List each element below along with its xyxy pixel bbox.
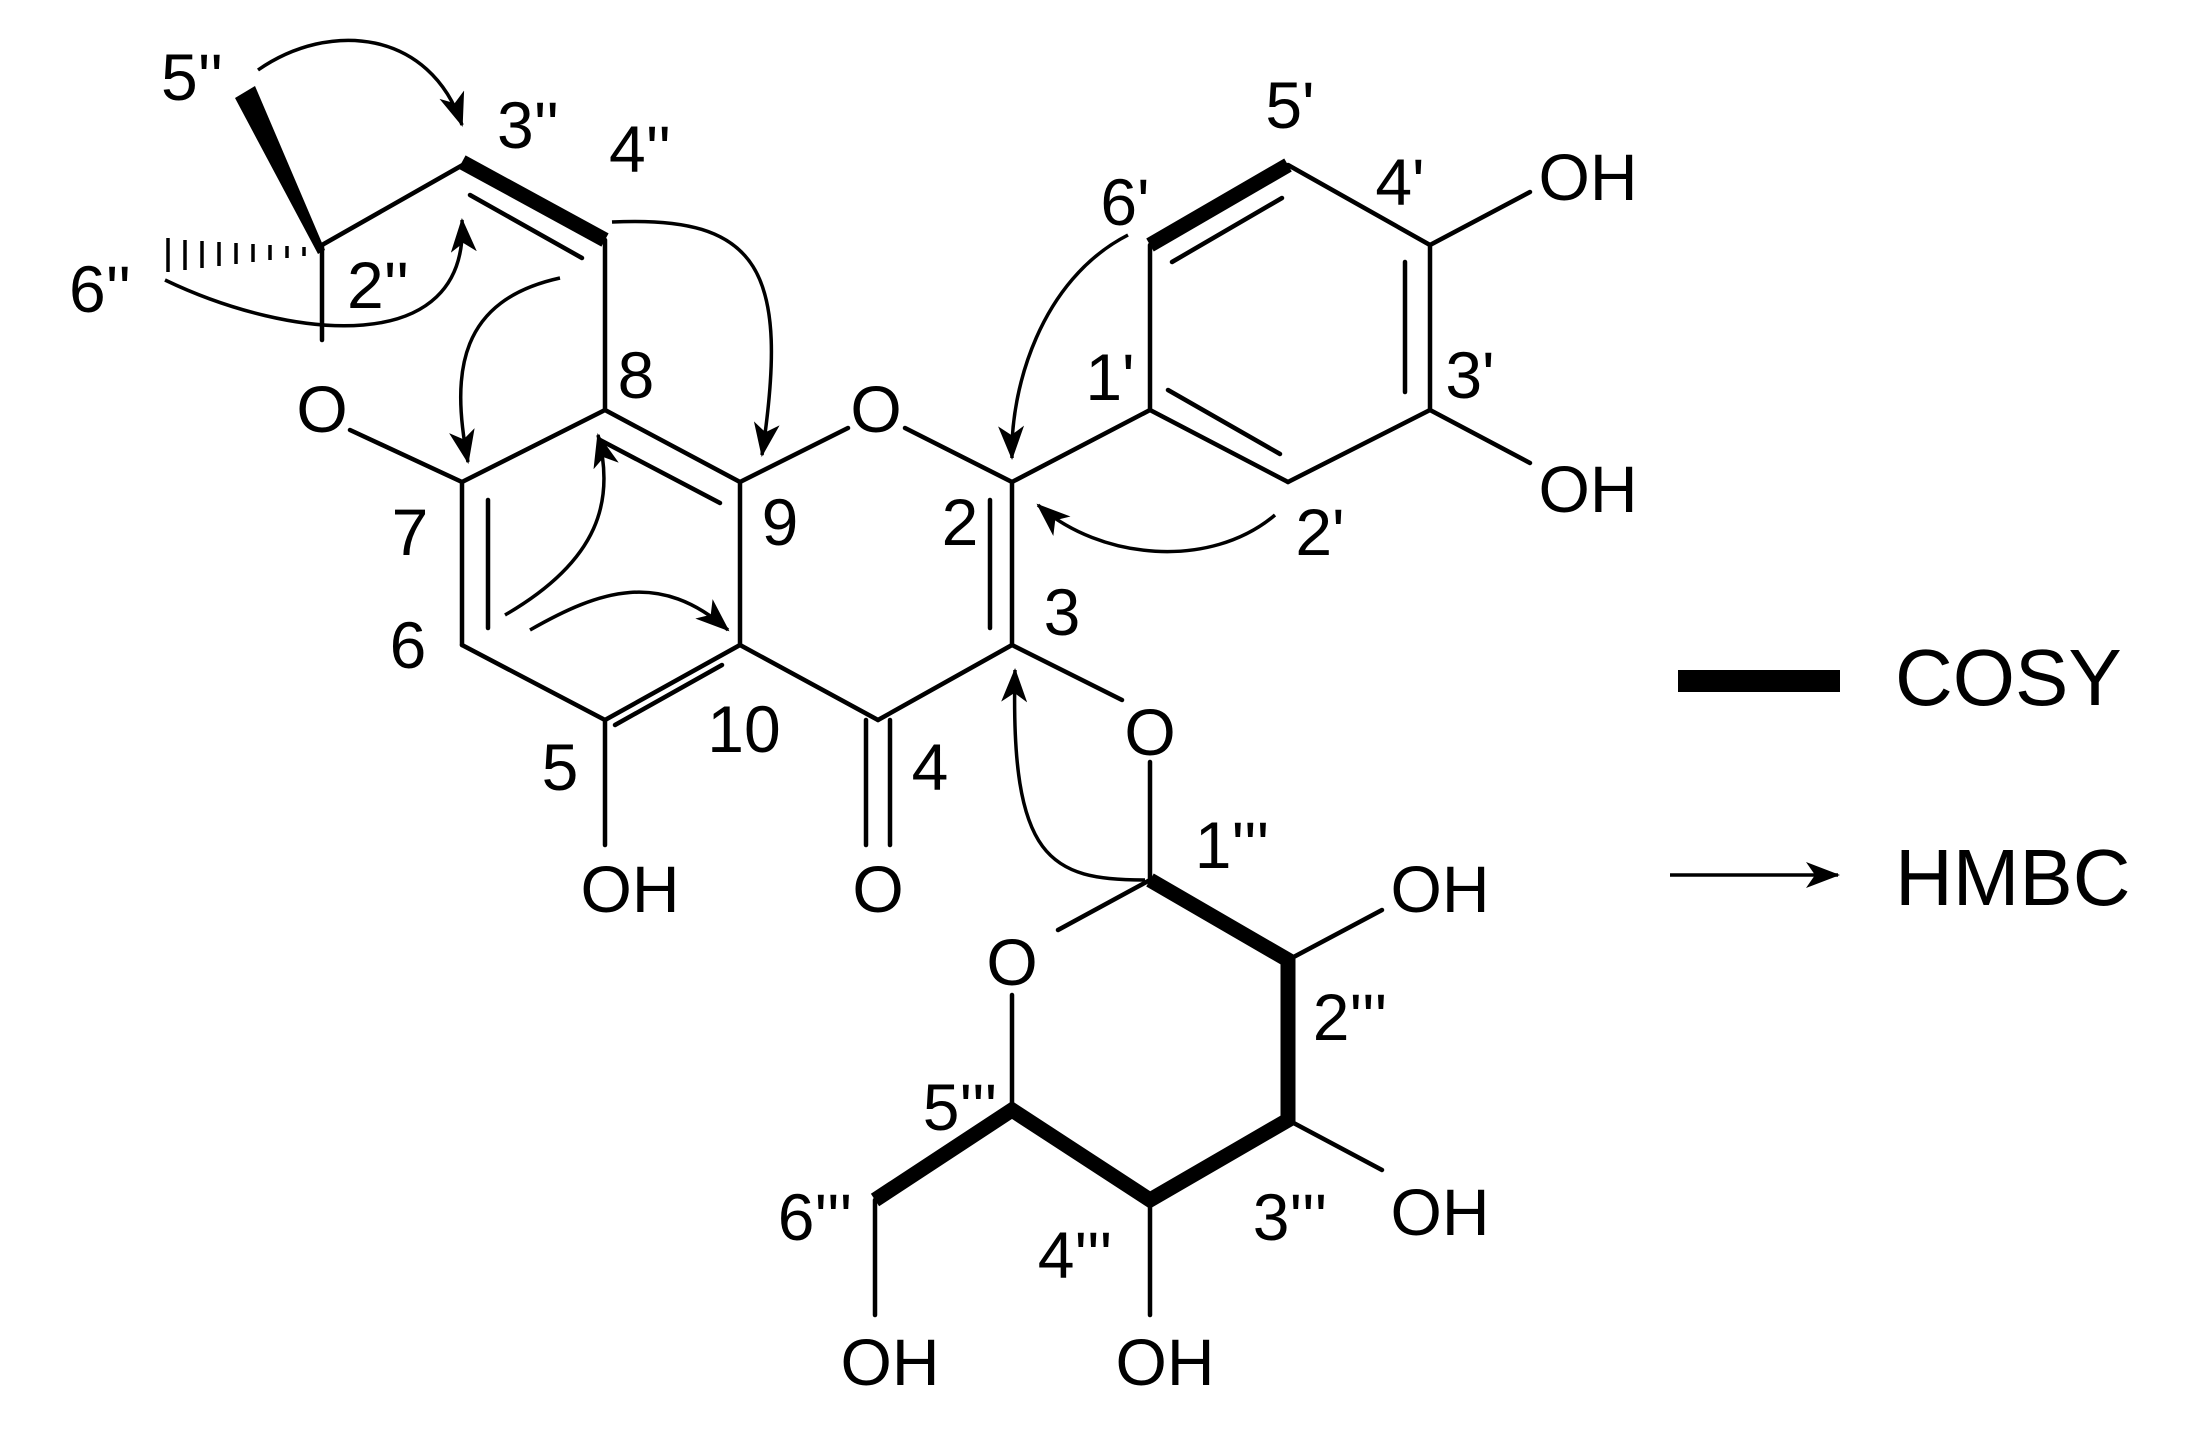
label-c8: 8 [618, 338, 655, 412]
bond-c3ppp-oh [1285, 1117, 1385, 1173]
label-oh5: OH [581, 852, 680, 926]
label-c5pp: 5'' [161, 40, 223, 114]
bond-o-c7 [347, 427, 465, 485]
label-c4p: 4' [1375, 145, 1424, 219]
legend-cosy-swatch [1678, 670, 1840, 692]
atom-labels: 5'' 3'' 4'' 6'' 2'' O 8 7 9 6 5 OH 10 O … [69, 40, 1637, 1399]
legend-hmbc-label: HMBC [1895, 833, 2131, 922]
label-c4pp: 4'' [609, 112, 671, 186]
label-c4: 4 [912, 730, 949, 804]
skeleton-bonds [166, 86, 1533, 1318]
hmbc-1ppp-c3 [1001, 668, 1146, 882]
label-oh3p: OH [1539, 452, 1638, 526]
hmbc-6-c10 [529, 590, 730, 632]
bond-c3pp-c4pp-inner [467, 192, 585, 261]
cosy-bonds [458, 155, 1296, 1209]
label-o-pyran: O [296, 372, 347, 446]
label-c3p: 3' [1445, 338, 1494, 412]
bond-o-sugar-c1ppp [1055, 877, 1153, 933]
label-oh4ppp: OH [1116, 1325, 1215, 1399]
label-c4ppp: 4''' [1038, 1218, 1113, 1292]
bond-c2pp-c3pp [319, 159, 471, 248]
bond-c6p-c5p-inner [1169, 195, 1285, 265]
label-oh2ppp: OH [1391, 852, 1490, 926]
label-o-sugar: O [986, 925, 1037, 999]
bond-c2-c1p [1009, 407, 1153, 485]
hmbc-6p-c2 [998, 233, 1129, 460]
legend: COSY HMBC [1670, 633, 2131, 922]
label-c6: 6 [390, 608, 427, 682]
label-c2ppp: 2''' [1313, 980, 1388, 1054]
label-c2p: 2' [1295, 495, 1344, 569]
legend-cosy-label: COSY [1895, 633, 2122, 722]
cosy-sugar-chain [870, 873, 1296, 1209]
hmbc-4pp-c7 [449, 276, 561, 464]
label-c5: 5 [542, 730, 579, 804]
bond-c4p-oh [1427, 189, 1533, 248]
bond-o1-c2 [902, 425, 1015, 485]
label-c6p: 6' [1100, 165, 1149, 239]
label-c7: 7 [392, 495, 429, 569]
hmbc-4pp-c9 [611, 219, 780, 457]
label-c1p: 1' [1085, 340, 1134, 414]
bond-c4-c10 [737, 642, 881, 723]
bond-c2p-c3p [1285, 407, 1433, 485]
hmbc-2p-c2 [1036, 503, 1277, 554]
label-c3pp: 3'' [497, 88, 559, 162]
label-c3ppp: 3''' [1253, 1180, 1328, 1254]
bond-c3-c4 [875, 642, 1015, 723]
label-c5ppp: 5''' [923, 1070, 998, 1144]
label-c9: 9 [762, 485, 799, 559]
bond-c5-c6 [459, 642, 608, 723]
hmbc-5pp-3pp [257, 38, 465, 127]
bond-c10-c5-inner [612, 662, 725, 728]
bond-c8-c9 [602, 407, 743, 485]
bond-c2ppp-oh [1285, 907, 1385, 963]
bond-c8-c9-inner [597, 437, 723, 506]
bond-c3-o3 [1009, 642, 1125, 703]
bond-c1p-c2p [1147, 407, 1291, 485]
hmbc-6pp-3pp [164, 218, 477, 328]
label-oh4p: OH [1539, 140, 1638, 214]
bond-c4p-c5p [1285, 162, 1433, 248]
label-c3: 3 [1044, 575, 1081, 649]
label-c5p: 5' [1265, 68, 1314, 142]
label-o3: O [1124, 695, 1175, 769]
bond-c7-c8 [459, 407, 608, 485]
bond-c9-o1 [737, 425, 851, 485]
label-c1ppp: 1''' [1195, 808, 1270, 882]
label-c6pp: 6'' [69, 252, 131, 326]
label-c6ppp: 6''' [778, 1180, 853, 1254]
cosy-c6p-c5p [1146, 158, 1292, 252]
bond-c3p-oh [1427, 407, 1533, 466]
label-c2pp: 2'' [347, 248, 409, 322]
label-o-ketone: O [852, 852, 903, 926]
label-c10: 10 [707, 692, 780, 766]
hashed-bond-6pp [166, 238, 306, 272]
label-oh6ppp: OH [841, 1325, 940, 1399]
wedge-bond-5pp [235, 86, 325, 254]
label-o1: O [850, 372, 901, 446]
bond-c1p-c2p-inner [1165, 387, 1283, 457]
hmbc-correlations [164, 38, 1277, 882]
bond-c10-c5 [602, 642, 743, 723]
label-oh3ppp: OH [1391, 1175, 1490, 1249]
cosy-c3pp-c4pp [458, 155, 609, 247]
hmbc-6-c8 [504, 433, 619, 617]
label-c2: 2 [942, 485, 979, 559]
